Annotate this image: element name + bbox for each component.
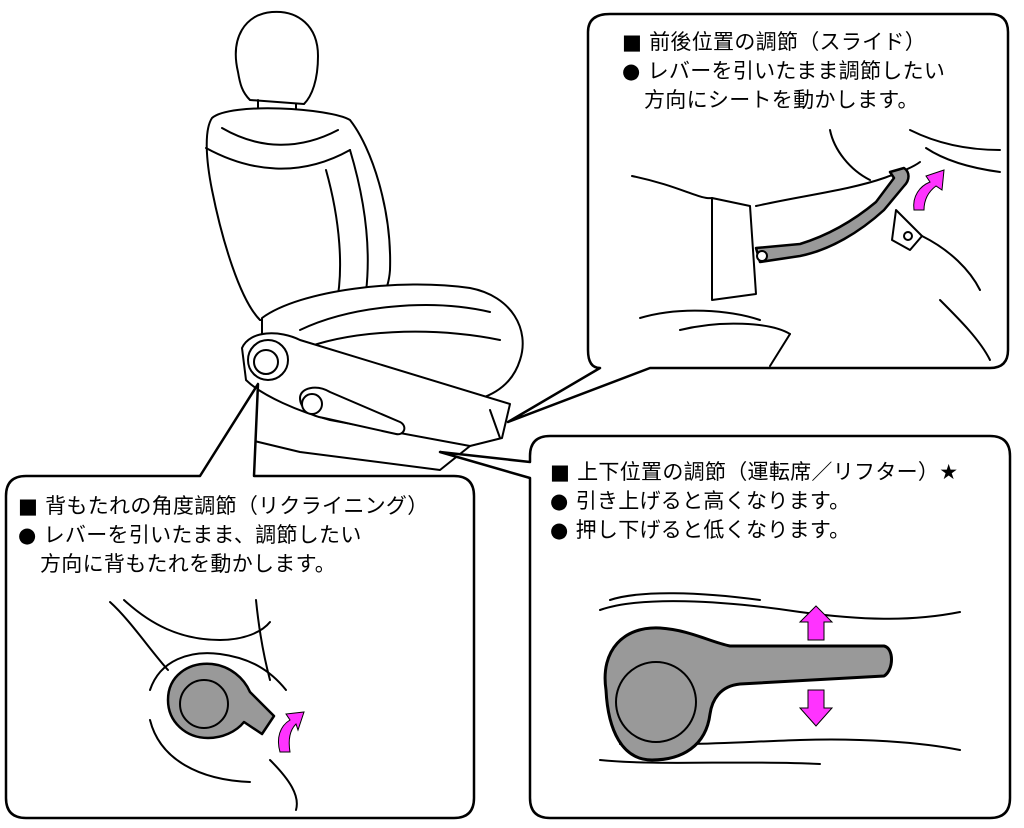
- recline-panel-frame: [4, 382, 476, 820]
- recline-up-arrow: [277, 711, 305, 753]
- lifter-lever-on-seat: [298, 386, 406, 436]
- lifter-down-arrow: [798, 689, 834, 727]
- lifter-panel-text: ■ 上下位置の調節（運転席／リフター）★ ● 引き上げると高くなります。 ● 押…: [550, 458, 958, 545]
- recline-detail-illustration: [109, 599, 298, 811]
- recline-panel-text: ■ 背もたれの角度調節（リクライニング） ● レバーを引いたまま、調節したい 方…: [18, 492, 429, 579]
- lifter-panel-bullet-up: ● 引き上げると高くなります。: [550, 489, 851, 513]
- lifter-panel-frame: [438, 434, 1012, 820]
- slide-panel-heading: ■ 前後位置の調節（スライド）: [622, 30, 927, 54]
- recline-panel-heading: ■ 背もたれの角度調節（リクライニング）: [18, 494, 429, 518]
- slide-panel-text: ■ 前後位置の調節（スライド） ● レバーを引いたまま調節したい 方向にシートを…: [622, 28, 945, 115]
- seat-illustration: [205, 10, 524, 471]
- lifter-panel-bullet-down: ● 押し下げると低くなります。: [550, 518, 851, 542]
- lifter-lever-knob: [615, 661, 697, 743]
- lifter-up-arrow: [798, 605, 834, 641]
- headrest: [234, 10, 319, 105]
- lifter-detail-illustration: [599, 592, 961, 765]
- slide-panel-bullet-cont: 方向にシートを動かします。: [644, 88, 919, 112]
- recline-lever-on-seat: [247, 339, 289, 381]
- slide-panel-frame: [506, 12, 1010, 424]
- slide-lever-pivot: [756, 250, 768, 262]
- slide-up-arrow: [913, 169, 945, 211]
- recline-panel-bullet-cont: 方向に背もたれを動かします。: [40, 552, 337, 576]
- recline-lever-knob: [179, 679, 229, 729]
- lifter-panel-heading: ■ 上下位置の調節（運転席／リフター）★: [550, 460, 959, 484]
- slide-panel-bullet: ● レバーを引いたまま調節したい: [622, 59, 946, 83]
- recline-panel-bullet: ● レバーを引いたまま、調節したい: [18, 523, 362, 547]
- slide-detail-illustration: [631, 129, 1001, 367]
- slide-lever-bar: [754, 166, 910, 264]
